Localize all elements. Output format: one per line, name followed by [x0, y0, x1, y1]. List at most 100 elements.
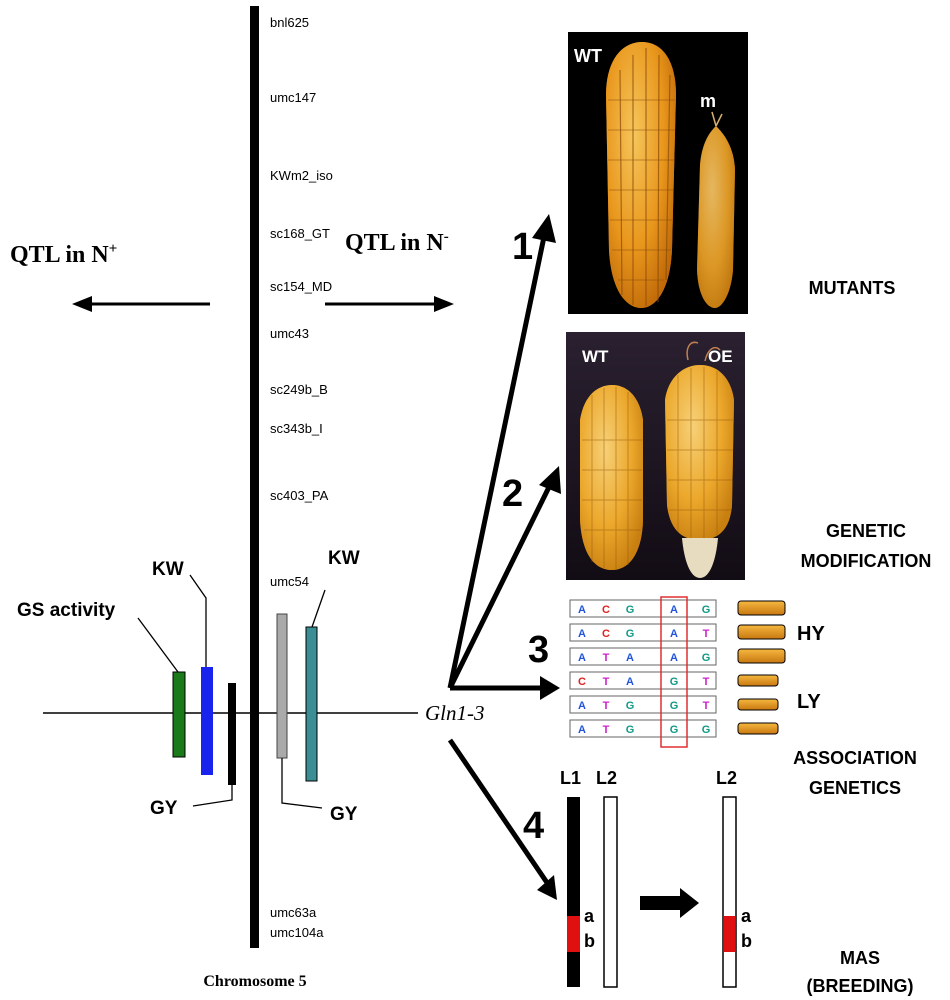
photo-genetic-modification: WT OE — [566, 332, 745, 580]
photo-mutants: WT m — [568, 32, 748, 314]
approach-number: 3 — [528, 629, 549, 671]
nucleotide: A — [578, 652, 586, 664]
approach-label-gm-line1: GENETIC — [826, 521, 906, 541]
approach-label-mas-line1: MAS — [840, 948, 880, 968]
nucleotide: A — [670, 652, 678, 664]
qtl-nminus-heading: QTL in N- — [345, 229, 449, 256]
oe-corn-cob — [665, 341, 734, 578]
trait-label-kw-left: KW — [152, 559, 184, 580]
nucleotide: G — [670, 700, 679, 712]
approach-number: 4 — [523, 805, 544, 847]
l2-result-chromosome-bar — [722, 796, 737, 988]
trait-label-gy-left: GY — [150, 798, 178, 819]
nucleotide: G — [626, 604, 635, 616]
sequence-row — [569, 599, 717, 618]
marker-label: umc147 — [270, 90, 316, 105]
qtl-bar-gy-left — [228, 683, 236, 785]
approach-label-ag-line2: GENETICS — [809, 778, 901, 798]
marker-label: bnl625 — [270, 15, 309, 30]
nucleotide: T — [603, 652, 610, 664]
nucleotide: T — [603, 724, 610, 736]
breeding-arrow-icon — [640, 888, 699, 918]
nucleotide: G — [670, 676, 679, 688]
marker-label: KWm2_iso — [270, 168, 333, 183]
trait-label-gy-right: GY — [330, 804, 358, 825]
nucleotide: T — [703, 676, 710, 688]
wt-label: WT — [582, 347, 609, 366]
marker-label: umc43 — [270, 326, 309, 341]
locus-b-label: b — [741, 931, 752, 951]
arrow-head-icon — [540, 676, 560, 700]
grain-image — [737, 674, 779, 687]
nucleotide: T — [703, 628, 710, 640]
locus-b-label: b — [584, 931, 595, 951]
approach-arrows — [447, 231, 555, 892]
nucleotide: G — [670, 724, 679, 736]
gene-label: Gln1-3 — [425, 701, 485, 725]
sequence-row — [569, 695, 717, 714]
grain-image — [737, 624, 786, 640]
l2-chromosome-bar — [603, 796, 618, 988]
qtl-nplus-heading: QTL in N+ — [10, 241, 117, 268]
grain-image — [737, 722, 779, 735]
sequence-row — [569, 671, 717, 690]
approach-labels: MUTANTS GENETIC MODIFICATION ASSOCIATION… — [793, 278, 931, 996]
qtl-bar-gy-right — [276, 613, 288, 759]
nucleotide: G — [626, 628, 635, 640]
approach-label-ag-line1: ASSOCIATION — [793, 748, 917, 768]
oe-label: OE — [708, 347, 733, 366]
approach-number: 2 — [502, 473, 523, 515]
arrow-left-icon — [72, 296, 210, 312]
nucleotide: T — [603, 676, 610, 688]
l1-target-segment — [567, 916, 580, 952]
nucleotide: T — [603, 700, 610, 712]
qtl-bar-kw-right — [305, 626, 318, 782]
trait-label-gs-activity: GS activity — [17, 600, 116, 621]
l2-label: L2 — [596, 768, 617, 788]
ly-label: LY — [797, 691, 821, 713]
sequence-row — [569, 623, 717, 642]
marker-label: sc343b_I — [270, 421, 323, 436]
nucleotide: G — [626, 724, 635, 736]
wt-corn-cob — [580, 385, 643, 570]
arrow-head-icon — [532, 214, 556, 243]
arrow-right-icon — [325, 296, 454, 312]
nucleotide: A — [626, 652, 634, 664]
grain-column — [737, 600, 786, 735]
locus-a-label: a — [741, 906, 752, 926]
sequence-row — [569, 719, 717, 738]
nucleotide: G — [702, 724, 711, 736]
mutant-corn-cob — [697, 111, 735, 308]
mas-breeding: L1 L2 L2 a b a b — [560, 768, 752, 988]
nucleotide: A — [626, 676, 634, 688]
approach-numbers: 1 2 3 4 — [502, 226, 549, 847]
nucleotide: A — [578, 724, 586, 736]
approach-label-mas-line2: (BREEDING) — [807, 976, 914, 996]
wt-label: WT — [574, 46, 602, 66]
marker-label: umc104a — [270, 925, 324, 940]
nucleotide: A — [578, 628, 586, 640]
nucleotide: C — [578, 676, 586, 688]
arrow-heads — [532, 214, 561, 900]
marker-label: umc63a — [270, 905, 317, 920]
nucleotide: G — [626, 700, 635, 712]
wt-corn-cob — [606, 42, 676, 308]
locus-a-label: a — [584, 906, 595, 926]
nucleotide: C — [602, 628, 610, 640]
l2-introgressed-segment — [724, 916, 735, 952]
snp-highlight-box — [660, 596, 688, 748]
marker-label: sc154_MD — [270, 279, 332, 294]
marker-label: sc249b_B — [270, 382, 328, 397]
l1-label: L1 — [560, 768, 581, 788]
approach-label-mutants: MUTANTS — [809, 278, 896, 298]
nucleotide: C — [602, 604, 610, 616]
nucleotide: A — [670, 604, 678, 616]
l1-chromosome-bar — [567, 797, 580, 987]
grain-image — [737, 600, 786, 616]
hy-label: HY — [797, 623, 825, 645]
nucleotide: A — [670, 628, 678, 640]
nucleotide: A — [578, 700, 586, 712]
arrow-head-icon — [539, 466, 561, 494]
